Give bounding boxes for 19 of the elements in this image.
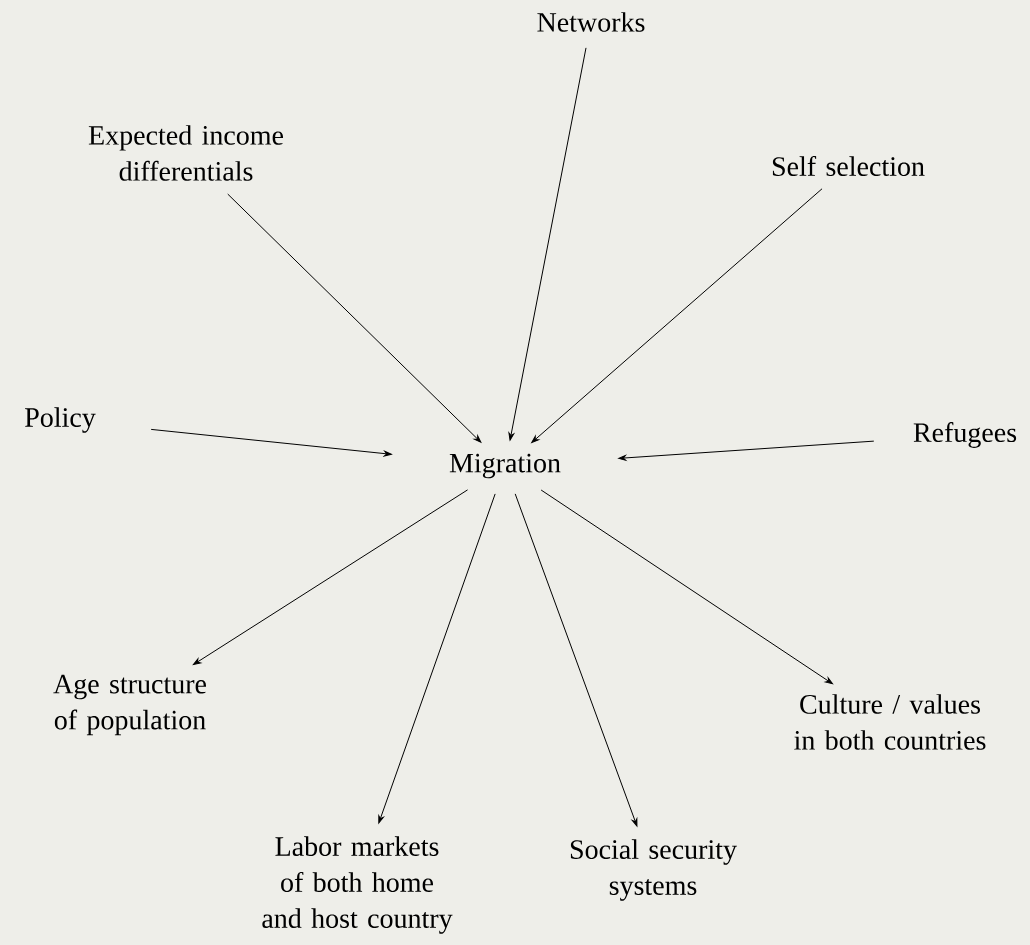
factor-label: Networks — [537, 12, 645, 32]
arrow — [514, 493, 638, 827]
factor-label: Migration — [449, 453, 561, 479]
arrow — [531, 188, 823, 444]
factor-label: Self selection — [772, 156, 925, 176]
factor-label: Social security systems — [570, 839, 737, 901]
factor-label: Labor markets of both home and host country — [262, 836, 453, 934]
arrow — [192, 489, 469, 666]
arrow — [378, 493, 496, 824]
arrow — [618, 440, 875, 461]
factor-label: Expected income differentials — [88, 125, 283, 181]
factor-label: Culture / values in both countries — [794, 694, 986, 750]
factor-label: Refugees — [913, 422, 1017, 448]
factor-label: Age structure of population — [53, 674, 206, 736]
arrow — [150, 428, 392, 457]
factor-label: Policy — [25, 407, 96, 433]
arrow — [540, 489, 834, 685]
arrow — [508, 47, 587, 441]
arrow — [227, 193, 482, 443]
